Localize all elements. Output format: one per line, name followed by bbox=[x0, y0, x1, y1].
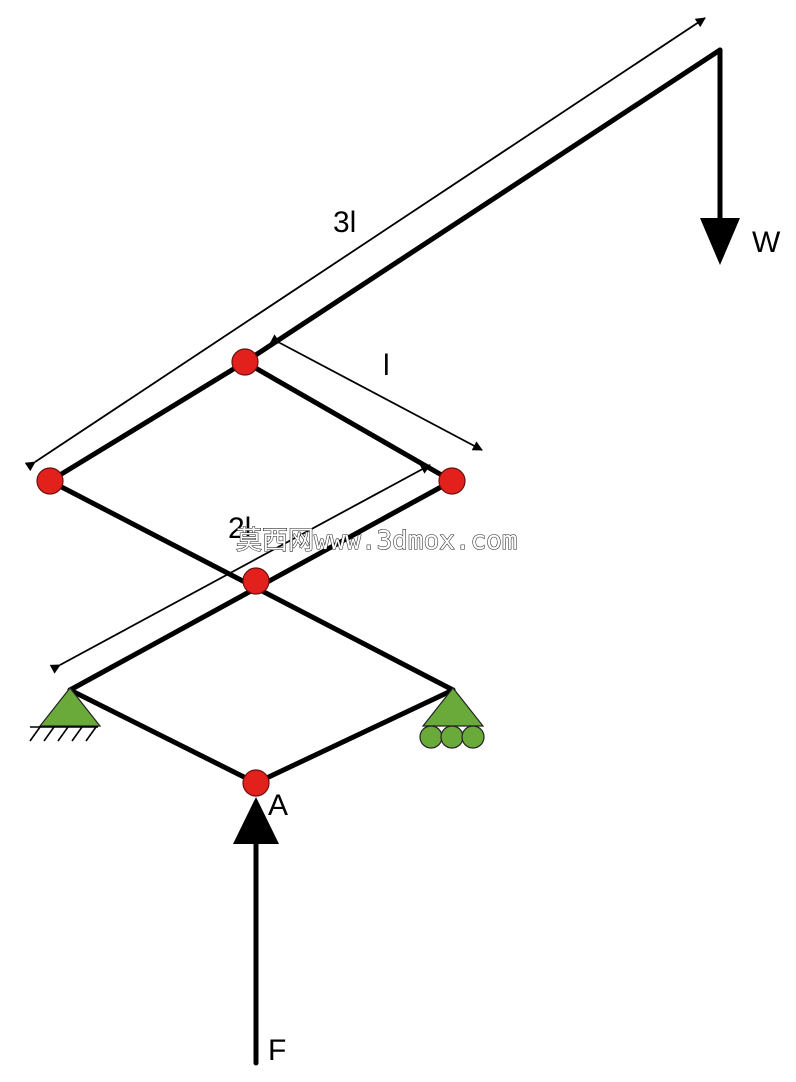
label-w: W bbox=[752, 226, 781, 259]
joint-left bbox=[36, 467, 64, 495]
label-3l: 3l bbox=[333, 206, 356, 239]
force-f-arrowhead bbox=[233, 797, 279, 844]
dimension-2l bbox=[49, 464, 431, 674]
label-a: A bbox=[268, 789, 288, 822]
joint-a bbox=[242, 769, 270, 797]
joint-top bbox=[231, 348, 259, 376]
member-left-upper bbox=[47, 359, 248, 484]
load-w-arrowhead bbox=[700, 218, 740, 265]
dimension-l bbox=[269, 334, 483, 451]
member-long-arm bbox=[242, 47, 723, 365]
roller-support-right bbox=[419, 687, 485, 749]
watermark: 莫西网www.3dmox.com bbox=[236, 526, 518, 556]
pin-support-left bbox=[29, 687, 102, 742]
joint-right bbox=[438, 467, 466, 495]
member-lower-left bbox=[67, 687, 259, 786]
linkage-members bbox=[47, 47, 723, 1066]
pin-joints bbox=[36, 348, 466, 797]
label-2l: 2l bbox=[228, 512, 251, 545]
member-lower-right bbox=[253, 687, 456, 786]
joint-center bbox=[242, 567, 270, 595]
label-f: F bbox=[268, 1034, 286, 1067]
label-l: l bbox=[383, 349, 390, 382]
member-right-upper bbox=[242, 359, 455, 484]
dimension-3l bbox=[24, 17, 706, 472]
